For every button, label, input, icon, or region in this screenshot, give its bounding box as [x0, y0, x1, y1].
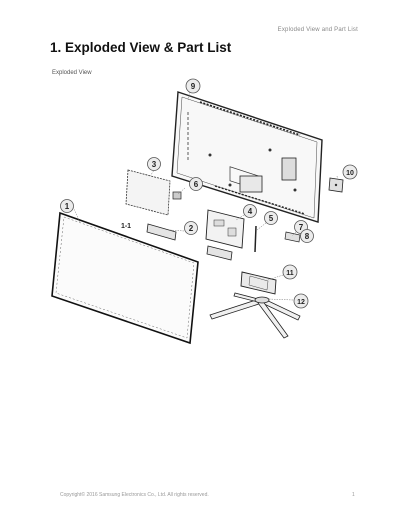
small-board-part [328, 177, 344, 193]
callout-6: 6 [189, 177, 203, 191]
connector-part [284, 231, 301, 243]
callout-12: 12 [293, 293, 309, 309]
svg-text:2: 2 [189, 224, 194, 233]
callout-5: 5 [264, 211, 278, 225]
callout-1-1: 1-1 [121, 223, 131, 230]
stand-base-part [209, 292, 301, 339]
callout-3: 3 [147, 157, 161, 171]
svg-text:12: 12 [297, 299, 305, 306]
front-panel-part [51, 211, 199, 345]
svg-text:1: 1 [65, 202, 70, 211]
svg-text:11: 11 [286, 270, 294, 277]
page-number: 1 [352, 492, 355, 498]
callout-1: 1 [60, 199, 74, 213]
running-header: Exploded View and Part List [277, 27, 358, 33]
callout-4: 4 [243, 204, 257, 218]
callout-8: 8 [300, 229, 314, 243]
rear-cover-part [171, 91, 323, 223]
svg-text:5: 5 [269, 214, 274, 223]
callout-10: 10 [342, 164, 358, 180]
main-board-part [205, 209, 245, 249]
section-label: Exploded View [52, 70, 92, 76]
strip-part [254, 225, 257, 253]
callout-11: 11 [282, 264, 298, 280]
callout-9: 9 [185, 78, 201, 94]
copyright-footer: Copyright© 2016 Samsung Electronics Co.,… [60, 492, 209, 498]
svg-text:10: 10 [346, 170, 354, 177]
svg-text:7: 7 [299, 223, 304, 232]
callout-2: 2 [184, 221, 198, 235]
stand-support-part [240, 271, 277, 295]
svg-text:4: 4 [248, 207, 253, 216]
svg-text:3: 3 [152, 160, 157, 169]
svg-text:6: 6 [194, 180, 199, 189]
bracket-part [146, 223, 233, 261]
svg-text:9: 9 [191, 82, 196, 91]
page-title: 1. Exploded View & Part List [50, 40, 232, 55]
board-cover-part [125, 169, 171, 216]
svg-text:8: 8 [305, 232, 310, 241]
small-bracket-part [172, 191, 182, 200]
